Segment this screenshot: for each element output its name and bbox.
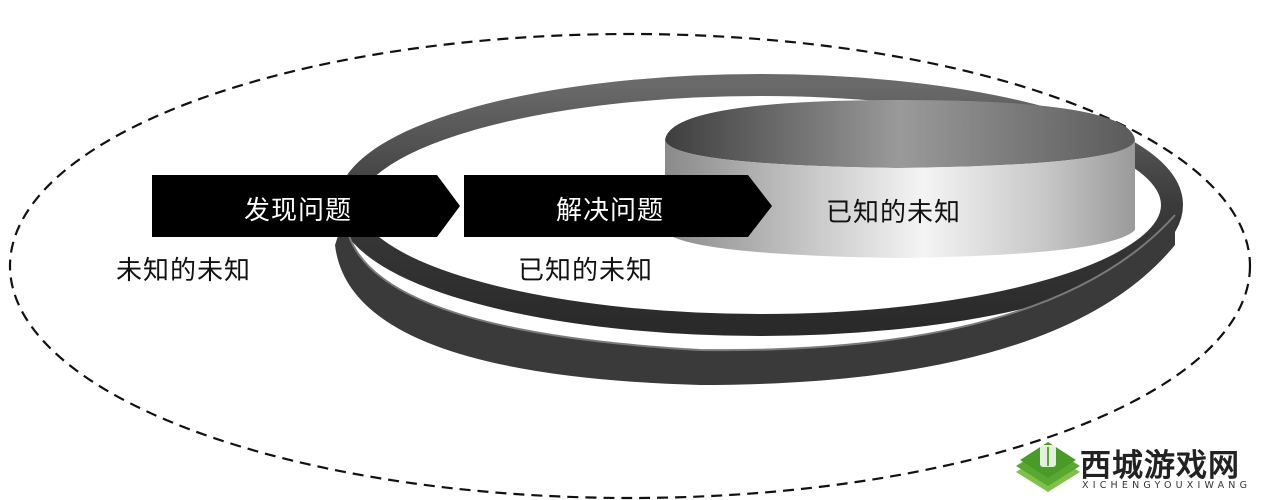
inner-band-top: [665, 100, 1135, 168]
step-label-discover: 发现问题: [244, 196, 353, 226]
outer-region-label: 未知的未知: [116, 256, 252, 286]
watermark-logo-icon: [1016, 442, 1080, 492]
step-arrow-solve: [464, 175, 772, 237]
watermark-name-cn: 西城游戏网: [1080, 448, 1240, 484]
inner-band: [665, 140, 1135, 258]
step-arrow-discover: [152, 175, 460, 237]
watermark-name-en: XICHENGYOUXIWANG: [1082, 480, 1252, 491]
ring-front: [335, 215, 1175, 385]
step-label-solve: 解决问题: [556, 196, 665, 226]
inner-band-label: 已知的未知: [826, 198, 962, 228]
ring-label: 已知的未知: [518, 256, 654, 286]
outer-dashed-ellipse: [8, 32, 1252, 500]
